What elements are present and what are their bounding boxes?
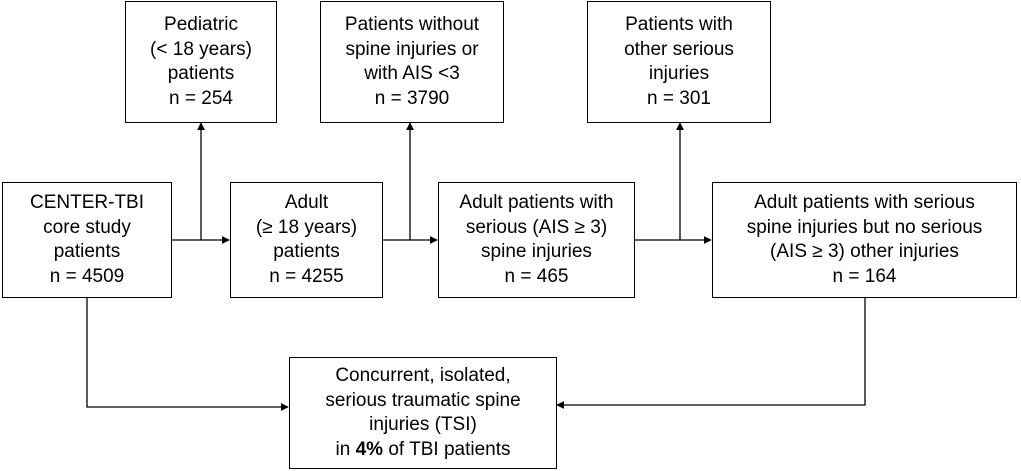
box-line: (AIS ≥ 3) other injuries: [770, 241, 959, 262]
box-line: (< 18 years): [150, 38, 252, 60]
result-percentage: 4%: [355, 438, 384, 460]
box-line: spine injuries or: [345, 38, 479, 60]
result-tsi-text: Concurrent, isolated, serious traumatic …: [325, 364, 520, 462]
box-line: Adult: [284, 192, 329, 213]
adult-box: Adult (≥ 18 years) patients n = 4255: [230, 182, 383, 298]
result-suffix: of TBI patients: [383, 438, 511, 460]
box-line: with AIS <3: [364, 63, 460, 84]
box-line: n = 4255: [269, 265, 344, 287]
adult-serious-spine-text: Adult patients with serious (AIS ≥ 3) sp…: [459, 191, 613, 289]
box-line: injuries (TSI): [369, 414, 477, 435]
box-line: spine injuries: [481, 241, 592, 262]
box-line: core study: [43, 216, 131, 238]
box-line: n = 164: [832, 265, 897, 287]
adult-text: Adult (≥ 18 years) patients n = 4255: [256, 191, 357, 289]
pediatric-text: Pediatric (< 18 years) patients n = 254: [150, 13, 252, 111]
box-line: n = 4509: [49, 265, 125, 287]
result-tsi-box: Concurrent, isolated, serious traumatic …: [289, 357, 557, 469]
center-tbi-text: CENTER-TBI core study patients n = 4509: [30, 191, 144, 289]
arrow-spineonly-to-result: [556, 298, 866, 409]
other-serious-injuries-text: Patients with other serious injuries n =…: [624, 13, 734, 111]
box-line: patients: [273, 241, 340, 262]
box-line: n = 465: [504, 265, 569, 287]
box-line: Adult patients with serious: [754, 192, 975, 213]
box-line: patients: [167, 63, 235, 84]
box-line: Concurrent, isolated,: [335, 365, 511, 386]
box-line: injuries: [648, 63, 710, 84]
box-line: Adult patients with: [459, 192, 614, 213]
no-spine-injury-box: Patients without spine injuries or with …: [320, 1, 504, 123]
box-line: serious (AIS ≥ 3): [465, 216, 608, 238]
box-line: Patients without: [344, 14, 480, 35]
box-line: n = 254: [169, 87, 233, 109]
box-line: Pediatric: [164, 14, 238, 35]
adult-spine-only-text: Adult patients with serious spine injuri…: [747, 191, 983, 289]
box-line: n = 3790: [374, 87, 450, 109]
box-line: spine injuries but no serious: [746, 216, 983, 238]
box-line: n = 301: [647, 87, 711, 109]
other-serious-injuries-box: Patients with other serious injuries n =…: [587, 1, 771, 123]
adult-serious-spine-box: Adult patients with serious (AIS ≥ 3) sp…: [438, 182, 635, 298]
arrow-center-to-result: [86, 298, 289, 411]
adult-spine-only-box: Adult patients with serious spine injuri…: [712, 182, 1017, 298]
box-line: CENTER-TBI: [30, 192, 144, 213]
box-line: patients: [53, 241, 121, 262]
pediatric-box: Pediatric (< 18 years) patients n = 254: [125, 1, 277, 123]
no-spine-injury-text: Patients without spine injuries or with …: [345, 13, 479, 111]
result-prefix: in: [335, 438, 356, 460]
center-tbi-box: CENTER-TBI core study patients n = 4509: [2, 182, 172, 298]
box-line: Patients with: [625, 14, 733, 35]
box-line: (≥ 18 years): [255, 216, 358, 238]
result-percentage-line: in 4% of TBI patients: [325, 438, 520, 463]
box-line: other serious: [624, 38, 734, 60]
box-line: serious traumatic spine: [325, 389, 521, 411]
